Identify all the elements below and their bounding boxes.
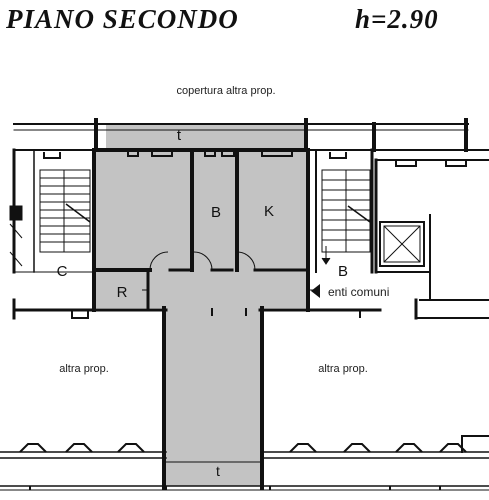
stair-left [9, 169, 91, 267]
kitchen-area [238, 152, 306, 270]
small-room-label: R [117, 284, 128, 301]
roof-note: copertura altra prop. [176, 85, 275, 97]
window-notches [19, 150, 467, 490]
living-room-area [96, 152, 192, 270]
bath-label: B [211, 204, 221, 221]
stair-right [321, 169, 371, 265]
terrace-top-label: t [177, 127, 182, 144]
floor-title: PIANO SECONDO [6, 4, 239, 34]
terrace-top [106, 124, 306, 152]
kitchen-label: K [264, 203, 274, 220]
terrace-bottom-label: t [216, 463, 220, 479]
hallway-area [96, 270, 306, 308]
terrace-bottom [166, 460, 260, 486]
other-property-left: altra prop. [59, 363, 109, 375]
corridor-area [166, 308, 260, 460]
common-areas-label: enti comuni [328, 285, 389, 299]
elevator [379, 221, 425, 267]
apartment-area [96, 124, 306, 486]
height-label: h=2.90 [355, 4, 439, 34]
entrance-arrow-icon [311, 284, 320, 298]
other-property-right: altra prop. [318, 363, 368, 375]
doors [142, 251, 318, 291]
walls [0, 118, 489, 491]
bath-area [194, 152, 236, 270]
stair-right-label: B [338, 263, 348, 280]
stair-left-label: C [57, 263, 68, 280]
